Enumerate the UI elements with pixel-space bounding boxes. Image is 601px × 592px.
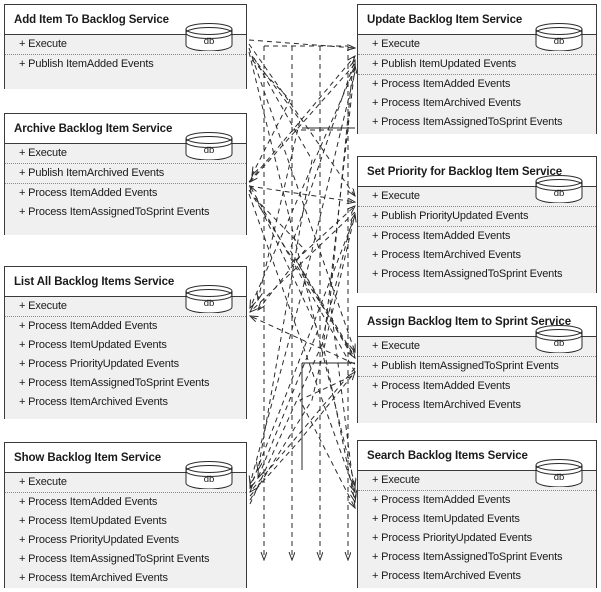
operation-item: + Process ItemUpdated Events [19, 339, 167, 351]
service-title: Archive Backlog Item Service [5, 114, 246, 144]
operation-group: + Process ItemAdded Events + Process Item… [5, 184, 246, 222]
operation-group: + Execute [358, 337, 596, 357]
database-label: db [203, 145, 215, 156]
operation-group: + Execute [358, 187, 596, 207]
service-box-assign-backlog-item-to-sprint-service[interactable]: Assign Backlog Item to Sprint Service+ E… [357, 306, 597, 423]
operation-item: + Process ItemUpdated Events [372, 513, 520, 525]
service-operations: + Execute+ Process ItemAdded Events+ Pro… [5, 473, 246, 588]
operation-item: + Process ItemArchived Events [19, 396, 168, 408]
database-icon: db [534, 325, 584, 354]
database-icon: db [184, 132, 234, 161]
operation-item: + Execute [372, 474, 420, 486]
operation-item: + Process ItemArchived Events [372, 249, 521, 261]
service-operations: + Execute + Publish PriorityUpdated Event… [358, 187, 596, 293]
operation-group: + Publish ItemArchived Events [5, 164, 246, 184]
operation-item: + Execute [19, 147, 67, 159]
database-icon: db [534, 459, 584, 488]
database-icon: db [184, 285, 234, 314]
service-operations: + Execute + Publish ItemUpdated Events + P… [358, 35, 596, 134]
service-box-update-backlog-item-service[interactable]: Update Backlog Item Service+ Execute+ Pu… [357, 4, 597, 134]
database-icon: db [534, 23, 584, 52]
operation-item: + Execute [372, 190, 420, 202]
database-label: db [203, 298, 215, 309]
operation-group: + Execute [358, 471, 596, 491]
operation-group: + Process ItemAdded Events + Process Item… [5, 493, 246, 588]
operation-group: + Publish PriorityUpdated Events [358, 207, 596, 227]
operation-item: + Process ItemAdded Events [372, 380, 511, 392]
operation-group: + Process ItemAdded Events + Process Item… [358, 377, 596, 415]
operation-item: + Process ItemUpdated Events [19, 515, 167, 527]
operation-group: + Execute [5, 35, 246, 55]
service-box-archive-backlog-item-service[interactable]: Archive Backlog Item Service + Execute + P… [4, 113, 247, 235]
operation-item: + Publish ItemArchived Events [19, 167, 165, 179]
operation-item: + Publish ItemAdded Events [19, 58, 154, 70]
service-box-set-priority-for-backlog-item-service[interactable]: Set Priority for Backlog Item Service+ E… [357, 156, 597, 293]
service-box-add-item-to-backlog-service[interactable]: Add Item To Backlog Service+ Execute+ Pu… [4, 4, 247, 89]
operation-item: + Process ItemArchived Events [372, 97, 521, 109]
operation-item: + Process ItemAssignedToSprint Events [19, 553, 210, 565]
operation-group: + Publish ItemAssignedToSprint Events [358, 357, 596, 377]
operation-group: + Execute [5, 297, 246, 317]
operation-group: + Process ItemAdded Events + Process Item… [358, 491, 596, 586]
operation-item: + Process ItemAdded Events [372, 230, 511, 242]
database-label: db [203, 36, 215, 47]
operation-item: + Process ItemAdded Events [372, 494, 511, 506]
service-box-list-all-backlog-items-service[interactable]: List All Backlog Items Service+ Execute+… [4, 266, 247, 419]
operation-item: + Publish ItemUpdated Events [372, 58, 517, 70]
operation-item: + Process ItemAdded Events [372, 78, 511, 90]
operation-item: + Process ItemAdded Events [19, 187, 158, 199]
operation-item: + Process ItemAssignedToSprint Events [19, 377, 210, 389]
database-label: db [553, 36, 565, 47]
operation-item: + Process PriorityUpdated Events [19, 358, 179, 370]
operation-item: + Process ItemArchived Events [19, 572, 168, 584]
database-icon: db [184, 23, 234, 52]
operation-group: + Process ItemAdded Events + Process Item… [358, 227, 596, 284]
operation-item: + Process ItemAssignedToSprint Events [372, 268, 563, 280]
operation-group: + Process ItemAdded Events + Process Item… [358, 75, 596, 132]
database-label: db [553, 472, 565, 483]
operation-item: + Execute [372, 38, 420, 50]
operation-group: + Execute [5, 473, 246, 493]
operation-item: + Process ItemAssignedToSprint Events [372, 551, 563, 563]
operation-group: + Process ItemAdded Events + Process Item… [5, 317, 246, 412]
operation-item: + Process ItemAdded Events [19, 320, 158, 332]
operation-item: + Process ItemArchived Events [372, 570, 521, 582]
operation-group: + Execute [5, 144, 246, 164]
database-label: db [553, 188, 565, 199]
operation-item: + Execute [19, 476, 67, 488]
operation-item: + Execute [19, 300, 67, 312]
operation-item: + Process ItemArchived Events [372, 399, 521, 411]
operation-item: + Process PriorityUpdated Events [19, 534, 179, 546]
operation-item: + Execute [372, 340, 420, 352]
operation-group: + Publish ItemAdded Events [5, 55, 246, 74]
operation-item: + Process ItemAdded Events [19, 496, 158, 508]
operation-group: + Execute [358, 35, 596, 55]
operation-item: + Publish ItemAssignedToSprint Events [372, 360, 559, 372]
database-icon: db [184, 461, 234, 490]
database-icon: db [534, 175, 584, 204]
operation-group: + Publish ItemUpdated Events [358, 55, 596, 75]
operation-item: + Publish PriorityUpdated Events [372, 210, 529, 222]
service-operations: + Execute+ Process ItemAdded Events+ Pro… [358, 471, 596, 588]
operation-item: + Process ItemAssignedToSprint Events [19, 206, 210, 218]
operation-item: + Process PriorityUpdated Events [372, 532, 532, 544]
database-label: db [203, 474, 215, 485]
operation-item: + Execute [19, 38, 67, 50]
operation-item: + Process ItemAssignedToSprint Events [372, 116, 563, 128]
service-box-search-backlog-items-service[interactable]: Search Backlog Items Service+ Execute+ P… [357, 440, 597, 588]
service-operations: + Execute+ Process ItemAdded Events+ Pro… [5, 297, 246, 419]
service-box-show-backlog-item-service[interactable]: Show Backlog Item Service+ Execute+ Proc… [4, 442, 247, 588]
database-label: db [553, 338, 565, 349]
